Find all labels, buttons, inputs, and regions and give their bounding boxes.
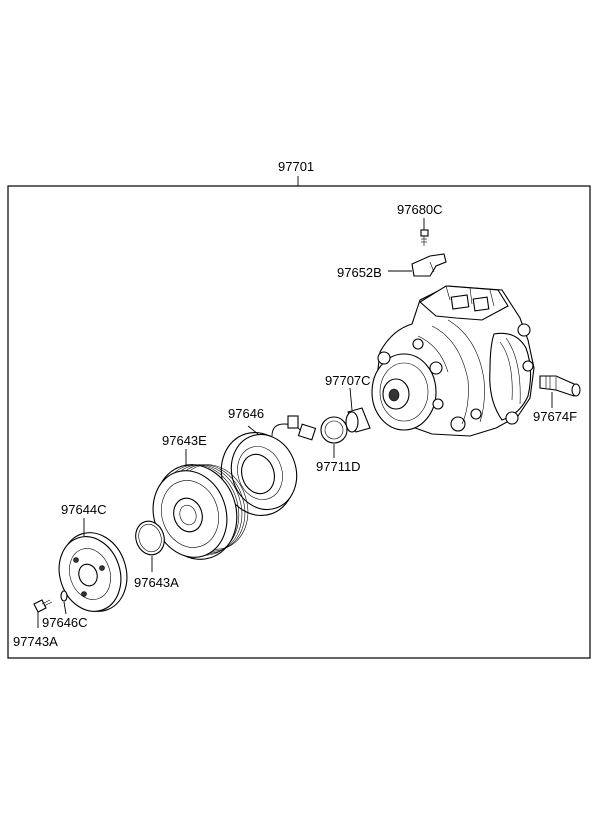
- bolt-97680C: [420, 229, 429, 246]
- pressure-switch-97674F: [539, 375, 581, 397]
- pulley-snap-ring-97643A: [135, 520, 165, 556]
- compressor-body: [371, 285, 535, 437]
- label-97643E: 97643E: [162, 433, 207, 448]
- hub-bolt-97743A: [33, 599, 53, 613]
- bracket-97652B: [411, 253, 447, 277]
- leader-lines: [37, 218, 553, 628]
- field-coil-97646: [220, 415, 317, 517]
- label-97646C: 97646C: [42, 615, 88, 630]
- label-97652B: 97652B: [337, 265, 382, 280]
- snap-ring-97711D: [320, 416, 348, 444]
- label-assembly: 97701: [278, 159, 315, 174]
- assembly-frame: [7, 185, 591, 659]
- label-97707C: 97707C: [325, 373, 371, 388]
- clutch-hub-97644C: [58, 532, 128, 612]
- shim-97646C: [60, 590, 68, 602]
- label-97711D: 97711D: [316, 459, 361, 474]
- label-97643A: 97643A: [134, 575, 179, 590]
- label-97674F: 97674F: [533, 409, 578, 424]
- label-97743A: 97743A: [13, 634, 58, 649]
- label-97644C: 97644C: [61, 502, 107, 517]
- pulley-97643E: [152, 464, 249, 560]
- label-97680C: 97680C: [397, 202, 443, 217]
- bushing-97707C: [345, 407, 371, 433]
- label-97646: 97646: [228, 406, 265, 421]
